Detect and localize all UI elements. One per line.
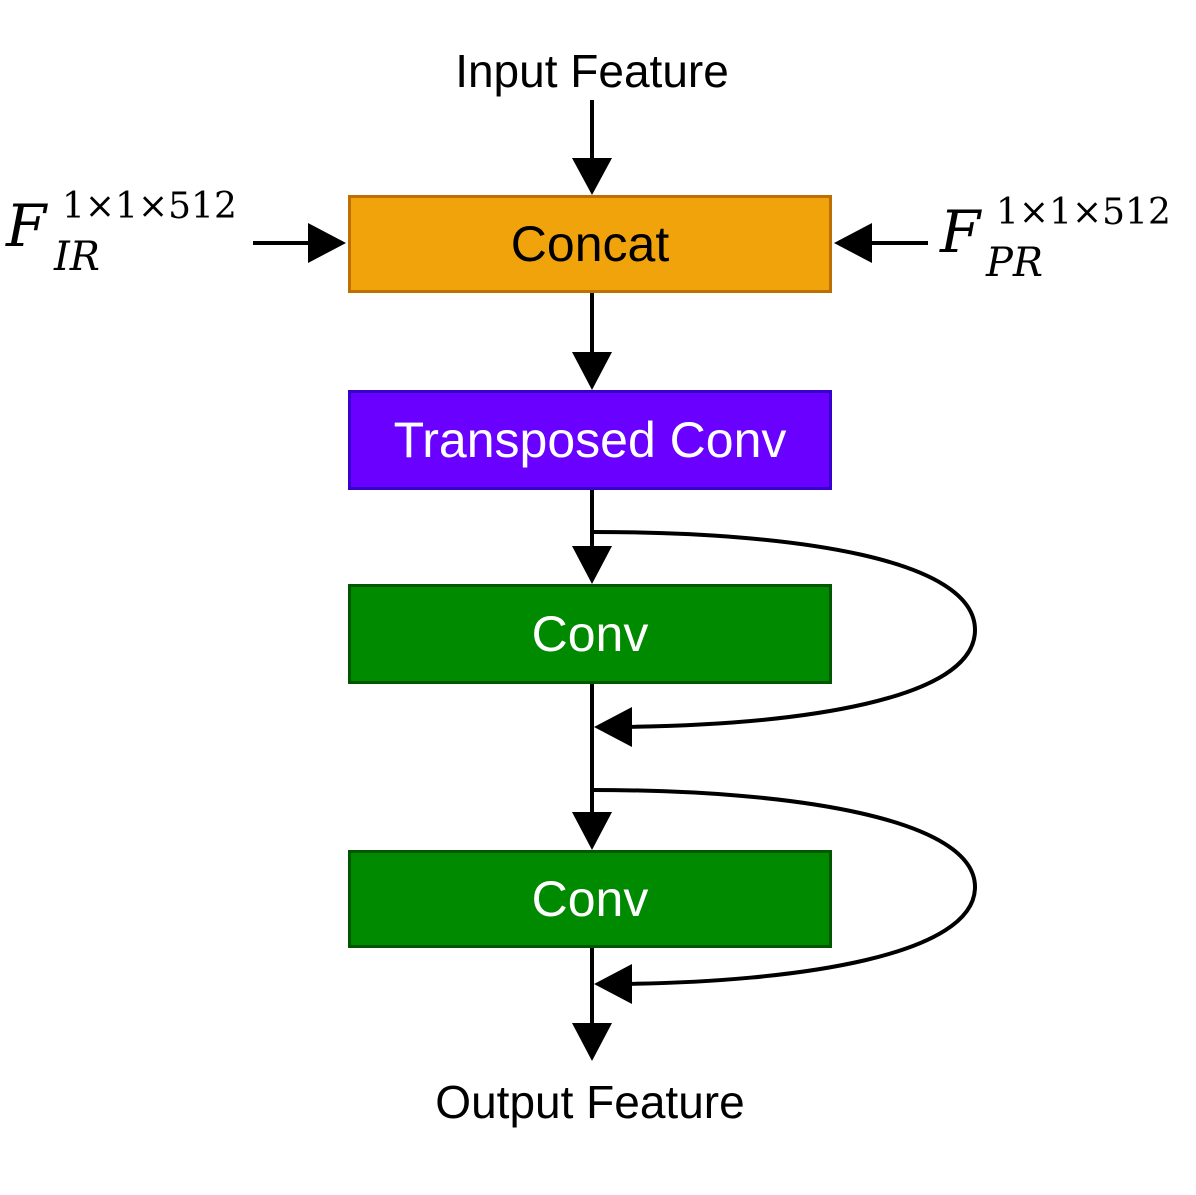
left-input-base: F	[6, 192, 47, 260]
arrowhead-left	[308, 223, 346, 263]
right-input-subscript: PR	[986, 240, 1044, 286]
conv-block-2: Conv	[348, 850, 832, 948]
skip-connection-1	[591, 530, 978, 729]
arrowhead-input	[572, 158, 612, 195]
left-input-label: F 1×1×512 IR	[6, 186, 256, 290]
right-input-base: F	[940, 198, 981, 266]
right-input-superscript: 1×1×512	[996, 192, 1171, 233]
right-input-label: F 1×1×512 PR	[940, 192, 1190, 296]
conv-block-1: Conv	[348, 584, 832, 684]
arrowhead-concat-transposed	[572, 352, 612, 390]
arrowhead-skip1	[594, 707, 632, 747]
arrowhead-output	[572, 1023, 612, 1061]
left-input-superscript: 1×1×512	[62, 186, 237, 227]
transposed-conv-block: Transposed Conv	[348, 390, 832, 490]
arrowhead-skip2	[594, 964, 632, 1004]
arrowhead-transposed-conv1	[572, 546, 612, 584]
output-feature-label: Output Feature	[435, 1076, 745, 1128]
concat-block: Concat	[348, 195, 832, 293]
arrowhead-right	[834, 223, 872, 263]
arrowhead-conv1-conv2	[572, 812, 612, 850]
skip-connection-2	[591, 788, 978, 986]
left-input-subscript: IR	[54, 234, 100, 280]
input-feature-label: Input Feature	[455, 45, 729, 97]
